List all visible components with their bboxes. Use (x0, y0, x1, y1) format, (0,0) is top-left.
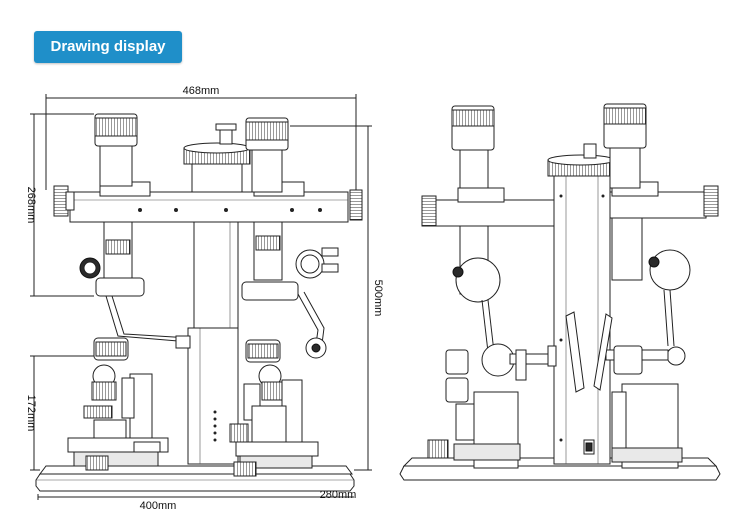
rear-right-stage (547, 345, 683, 469)
left-stage (67, 337, 169, 471)
dim-height-upper: 268mm (25, 187, 37, 224)
section-title: Drawing display (50, 38, 166, 55)
rear-crossbar (421, 181, 719, 227)
right-stage (229, 339, 319, 477)
dim-height-total: 500mm (372, 280, 384, 317)
rear-right-eyepiece (603, 103, 691, 291)
dim-base-width: 400mm (140, 500, 177, 512)
section-title-badge: Drawing display (34, 31, 182, 63)
dim-width-top: 468mm (183, 85, 220, 97)
base-plate (35, 465, 355, 492)
arm-left (105, 295, 191, 349)
rear-left-stage (427, 349, 527, 469)
rear-blades (565, 311, 613, 393)
crossbar (53, 181, 363, 223)
top-dial (183, 123, 251, 197)
dim-height-lower: 172mm (25, 395, 37, 432)
dimension-lines-front (30, 94, 372, 500)
rear-central-column (547, 143, 615, 465)
dim-base-depth: 280mm (320, 489, 357, 501)
rear-left-eyepiece (451, 105, 501, 303)
front-view: 468mm 268mm 172mm 500mm 400mm 280mm (25, 85, 384, 512)
rear-view (399, 103, 721, 481)
right-eyepiece (241, 117, 339, 301)
left-eyepiece (79, 113, 145, 297)
arm-right (297, 291, 327, 359)
rear-arm-left (481, 299, 551, 377)
